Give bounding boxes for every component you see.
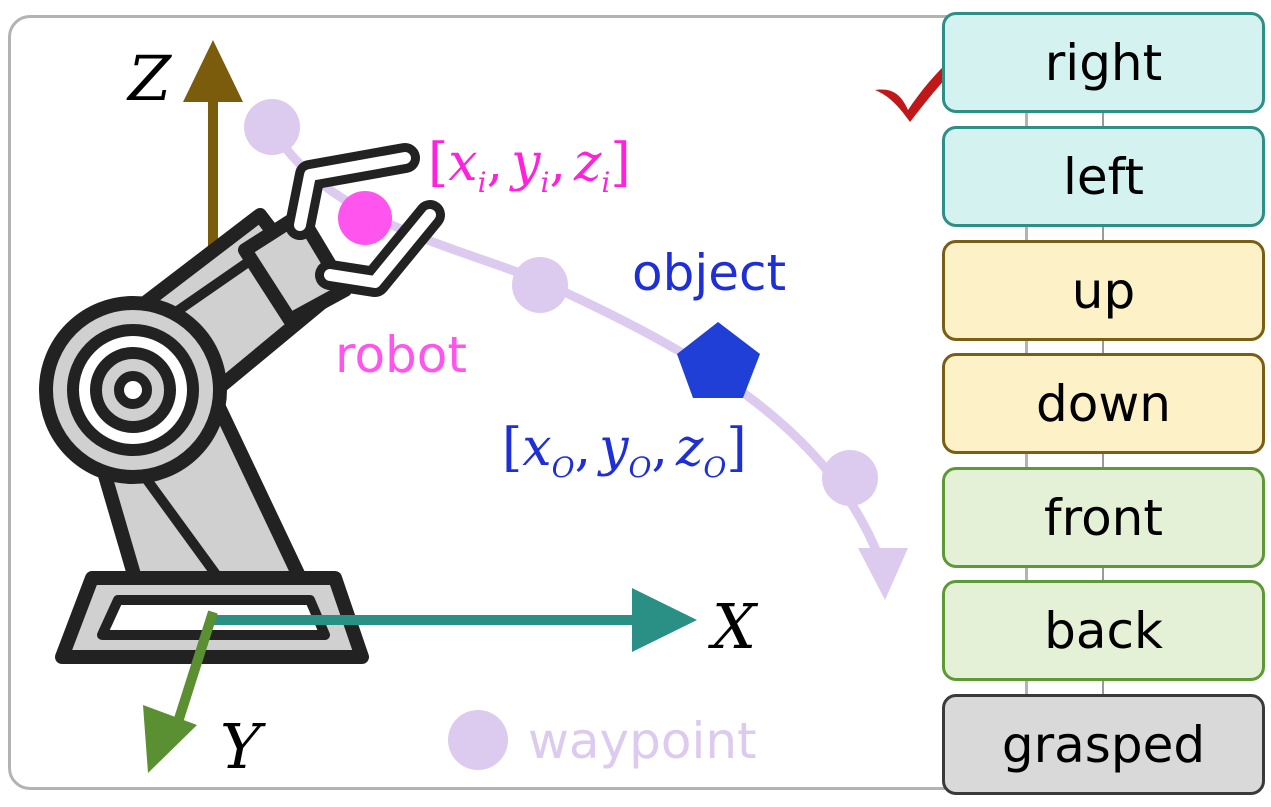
pentagon-icon: [677, 322, 760, 398]
robot-coord-x-sub: i: [478, 166, 487, 199]
object-coord-comma: ,: [575, 418, 592, 478]
object-coord-close: ]: [726, 418, 746, 478]
object-label: object: [632, 244, 786, 302]
robot-coord-x: x: [448, 133, 477, 193]
object-coord-x: x: [522, 418, 551, 478]
axis-y-label: Y: [220, 710, 266, 783]
legend-waypoint-dot: [448, 710, 508, 770]
object-coord-y-sub: O: [629, 451, 652, 484]
axis-z-label: Z: [126, 42, 172, 115]
robot-label: robot: [335, 326, 467, 384]
robot-coord-z-sub: i: [601, 166, 610, 199]
option-front[interactable]: front: [942, 467, 1265, 568]
robot-coord-z: z: [573, 133, 602, 193]
option-left[interactable]: left: [942, 126, 1265, 227]
object-coord-z-sub: O: [703, 451, 726, 484]
waypoint-dot: [822, 450, 878, 506]
object-coord-open: [: [502, 418, 522, 478]
option-down[interactable]: down: [942, 353, 1265, 454]
robot-point: [338, 191, 392, 245]
y-axis: [143, 610, 218, 773]
waypoint-legend-label: waypoint: [528, 712, 757, 770]
robot-coord-comma: ,: [549, 133, 566, 193]
waypoint-dot: [512, 257, 568, 313]
object-coord-z: z: [675, 418, 704, 478]
robot-coord-comma: ,: [487, 133, 504, 193]
option-right[interactable]: right: [942, 12, 1265, 113]
axis-x-label: X: [708, 590, 759, 663]
object-coordinate: [xO,yO,zO]: [502, 418, 747, 484]
robot-coord-y: y: [509, 133, 541, 193]
waypoint-dot: [244, 99, 300, 155]
x-axis: [213, 588, 697, 652]
object-coord-comma: ,: [651, 418, 668, 478]
trajectory-arrowhead: [858, 548, 908, 600]
robot-coord-close: ]: [610, 133, 630, 193]
option-back[interactable]: back: [942, 580, 1265, 681]
robot-coord-open: [: [428, 133, 448, 193]
robot-coord-y-sub: i: [541, 166, 550, 199]
object-coord-y: y: [597, 418, 629, 478]
option-grasped[interactable]: grasped: [942, 694, 1265, 795]
direction-options: right left up down front back grasped: [942, 12, 1265, 802]
option-up[interactable]: up: [942, 240, 1265, 341]
object-coord-x-sub: O: [552, 451, 575, 484]
robot-coordinate: [xi,yi,zi]: [428, 133, 631, 199]
